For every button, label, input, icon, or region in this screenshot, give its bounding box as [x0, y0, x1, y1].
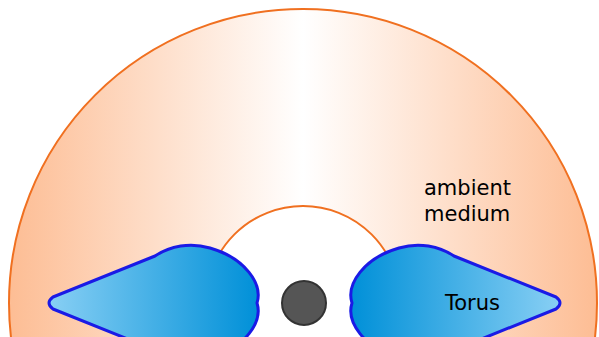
torus-shape-outline	[344, 244, 564, 337]
medium-boundary	[9, 9, 597, 337]
torus-left	[49, 245, 258, 337]
torus-right	[351, 245, 560, 337]
torus-label: Torus	[445, 290, 500, 316]
torus-shape: Torus	[344, 244, 564, 337]
region-label: ambient medium	[424, 175, 554, 227]
central-black-hole	[282, 281, 326, 325]
ambient-medium-region: ambient mediumTorus	[8, 8, 598, 337]
